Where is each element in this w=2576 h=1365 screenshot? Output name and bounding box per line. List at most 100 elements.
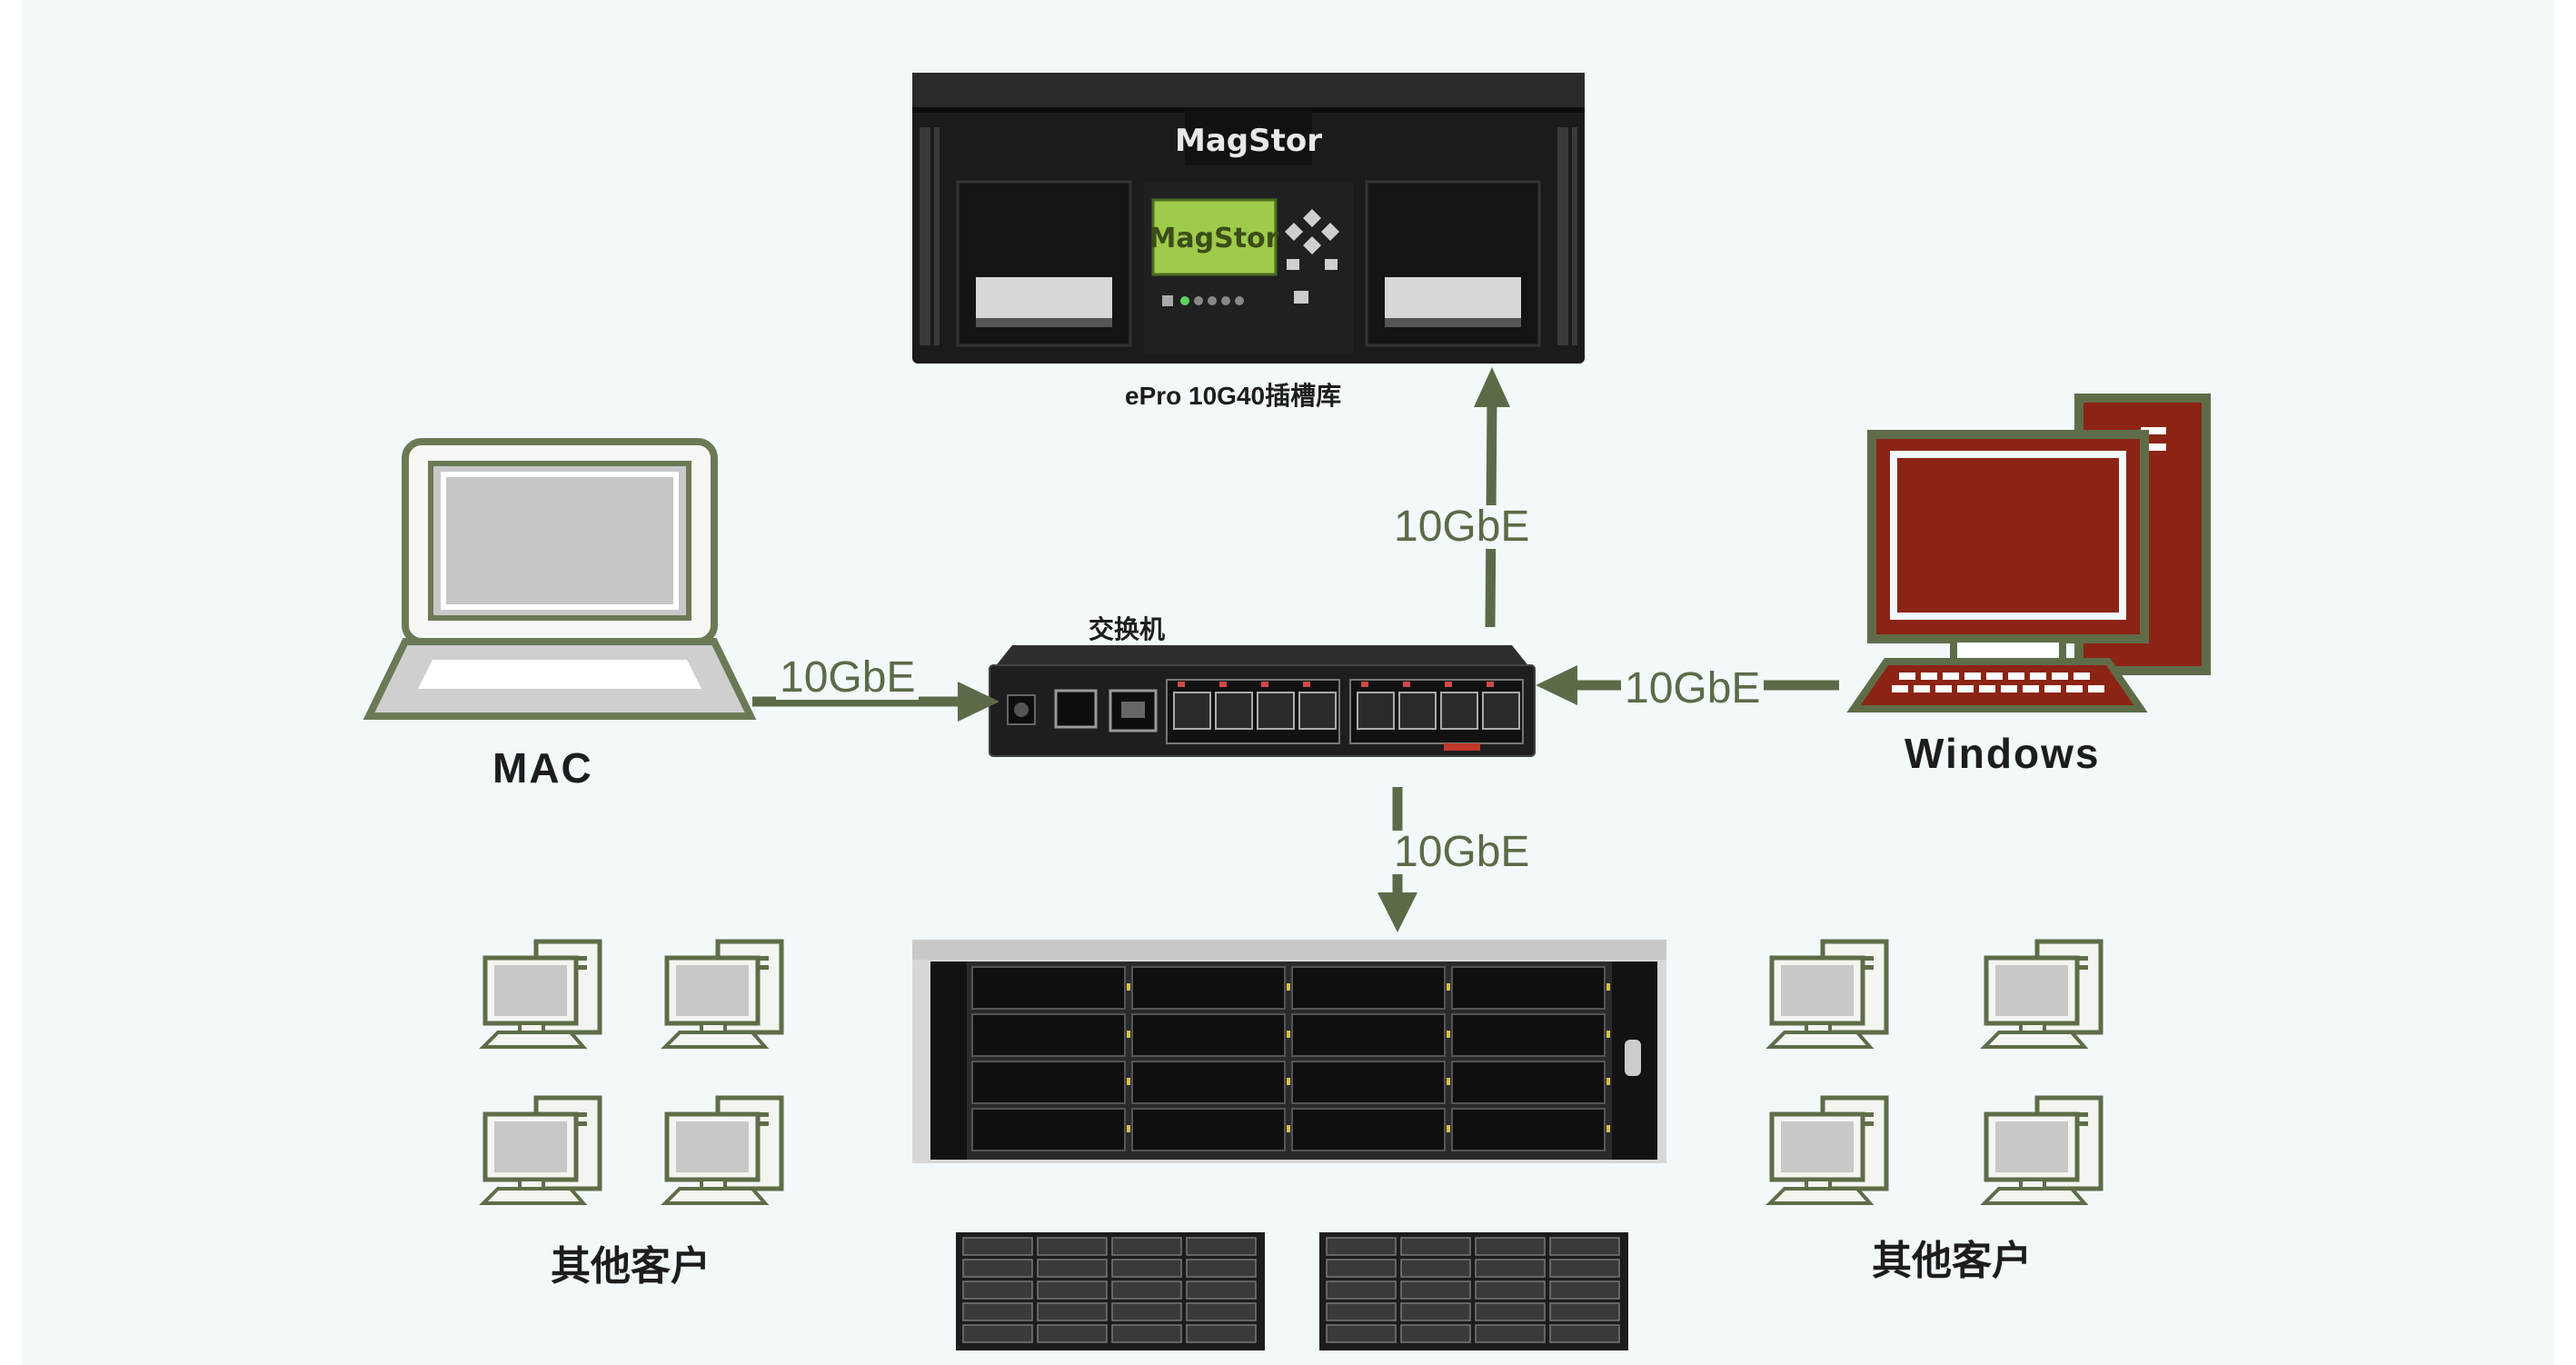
rack-bay bbox=[962, 1237, 1033, 1256]
drive-bay-grid bbox=[971, 966, 1610, 1151]
speed-label-mac-switch: 10GbE bbox=[776, 656, 920, 700]
drive-bay bbox=[1131, 1013, 1286, 1057]
storage-server-icon bbox=[912, 940, 1666, 1163]
speed-label-switch-storage: 10GbE bbox=[1390, 831, 1534, 874]
rack-bay bbox=[1326, 1237, 1397, 1256]
rack-bay bbox=[1111, 1237, 1182, 1256]
rack-bay bbox=[1400, 1280, 1471, 1300]
rack-unit-left-bays bbox=[962, 1237, 1257, 1343]
network-switch-icon bbox=[989, 645, 1536, 757]
rack-bay bbox=[1400, 1259, 1471, 1278]
drive-bay bbox=[1291, 1108, 1446, 1151]
client-pc-icon bbox=[661, 1095, 789, 1210]
drive-led bbox=[1447, 1031, 1450, 1038]
desktop-pc-icon bbox=[1846, 394, 2211, 712]
mac-label: MAC bbox=[492, 744, 593, 792]
drive-bay bbox=[1131, 966, 1286, 1010]
drive-led bbox=[1606, 1031, 1610, 1038]
diagram-canvas: MagStor MagStor ePro 10G40插槽库 bbox=[22, 0, 2554, 1365]
drive-bay bbox=[1451, 966, 1606, 1010]
rack-bay bbox=[1186, 1324, 1257, 1343]
rack-bay bbox=[1549, 1237, 1620, 1256]
client-pc-icon bbox=[1980, 1095, 2108, 1210]
rack-bay bbox=[1186, 1259, 1257, 1278]
rack-bay bbox=[1475, 1259, 1546, 1278]
rack-bay bbox=[1111, 1280, 1182, 1300]
rack-bay bbox=[1549, 1259, 1620, 1278]
drive-led bbox=[1127, 1031, 1130, 1038]
laptop-icon bbox=[363, 438, 757, 720]
rack-bay bbox=[962, 1324, 1033, 1343]
drive-bay bbox=[971, 1061, 1126, 1104]
drive-bay bbox=[1131, 1108, 1286, 1151]
drive-led bbox=[1287, 1078, 1290, 1085]
rack-bay bbox=[1037, 1324, 1108, 1343]
rack-bay bbox=[962, 1302, 1033, 1321]
drive-bay bbox=[971, 1013, 1126, 1057]
rack-bay bbox=[1186, 1302, 1257, 1321]
rack-bay bbox=[962, 1280, 1033, 1300]
library-brand-top: MagStor bbox=[1175, 123, 1322, 159]
rack-bay bbox=[1037, 1237, 1108, 1256]
rack-bay bbox=[962, 1259, 1033, 1278]
rack-bay bbox=[1111, 1302, 1182, 1321]
rack-bay bbox=[1549, 1302, 1620, 1321]
rack-bay bbox=[1475, 1280, 1546, 1300]
drive-bay bbox=[1291, 966, 1446, 1010]
rack-bay bbox=[1186, 1280, 1257, 1300]
drive-bay bbox=[1291, 1061, 1446, 1104]
rack-bay bbox=[1326, 1259, 1397, 1278]
client-pc-icon bbox=[661, 939, 789, 1053]
drive-led bbox=[1447, 1078, 1450, 1085]
rack-unit-right-icon bbox=[1319, 1232, 1628, 1350]
drive-led bbox=[1287, 1125, 1290, 1132]
rack-bay bbox=[1549, 1280, 1620, 1300]
library-label: ePro 10G40插槽库 bbox=[1125, 382, 1342, 410]
rack-bay bbox=[1475, 1324, 1546, 1343]
client-pc-icon bbox=[1765, 939, 1894, 1053]
rack-unit-right-bays bbox=[1326, 1237, 1620, 1343]
rack-bay bbox=[1326, 1324, 1397, 1343]
drive-led bbox=[1127, 983, 1130, 991]
rack-bay bbox=[1111, 1259, 1182, 1278]
drive-bay bbox=[971, 1108, 1126, 1151]
library-brand-screen: MagStor bbox=[1149, 223, 1279, 254]
drive-bay bbox=[1131, 1061, 1286, 1104]
windows-label: Windows bbox=[1905, 730, 2101, 777]
rack-bay bbox=[1400, 1324, 1471, 1343]
drive-bay bbox=[1451, 1061, 1606, 1104]
client-pc-icon bbox=[479, 1095, 607, 1210]
rack-bay bbox=[1326, 1302, 1397, 1321]
rack-bay bbox=[1111, 1324, 1182, 1343]
drive-led bbox=[1606, 983, 1610, 991]
client-pc-icon bbox=[1765, 1095, 1894, 1210]
drive-led bbox=[1606, 1078, 1610, 1085]
rack-bay bbox=[1326, 1280, 1397, 1300]
drive-led bbox=[1606, 1125, 1610, 1132]
rack-bay bbox=[1400, 1237, 1471, 1256]
switch-label: 交换机 bbox=[1089, 615, 1166, 643]
rack-bay bbox=[1549, 1324, 1620, 1343]
rack-bay bbox=[1186, 1237, 1257, 1256]
drive-led bbox=[1287, 983, 1290, 991]
speed-label-switch-library: 10GbE bbox=[1390, 505, 1534, 549]
drive-led bbox=[1287, 1031, 1290, 1038]
rack-bay bbox=[1037, 1280, 1108, 1300]
drive-bay bbox=[971, 966, 1126, 1010]
rack-bay bbox=[1400, 1302, 1471, 1321]
client-pc-icon bbox=[1980, 939, 2108, 1053]
drive-led bbox=[1447, 1125, 1450, 1132]
drive-bay bbox=[1451, 1108, 1606, 1151]
speed-label-windows-switch: 10GbE bbox=[1621, 667, 1765, 711]
rack-bay bbox=[1475, 1237, 1546, 1256]
drive-bay bbox=[1291, 1013, 1446, 1057]
rack-bay bbox=[1037, 1302, 1108, 1321]
rack-unit-left-icon bbox=[956, 1232, 1265, 1350]
client-pc-icon bbox=[479, 939, 607, 1053]
drive-bay bbox=[1451, 1013, 1606, 1057]
tape-library-icon: MagStor MagStor bbox=[912, 73, 1585, 364]
connection-arrows bbox=[752, 367, 1839, 932]
drive-led bbox=[1127, 1125, 1130, 1132]
clients-left-label: 其他客户 bbox=[551, 1244, 711, 1289]
drive-led bbox=[1127, 1078, 1130, 1085]
